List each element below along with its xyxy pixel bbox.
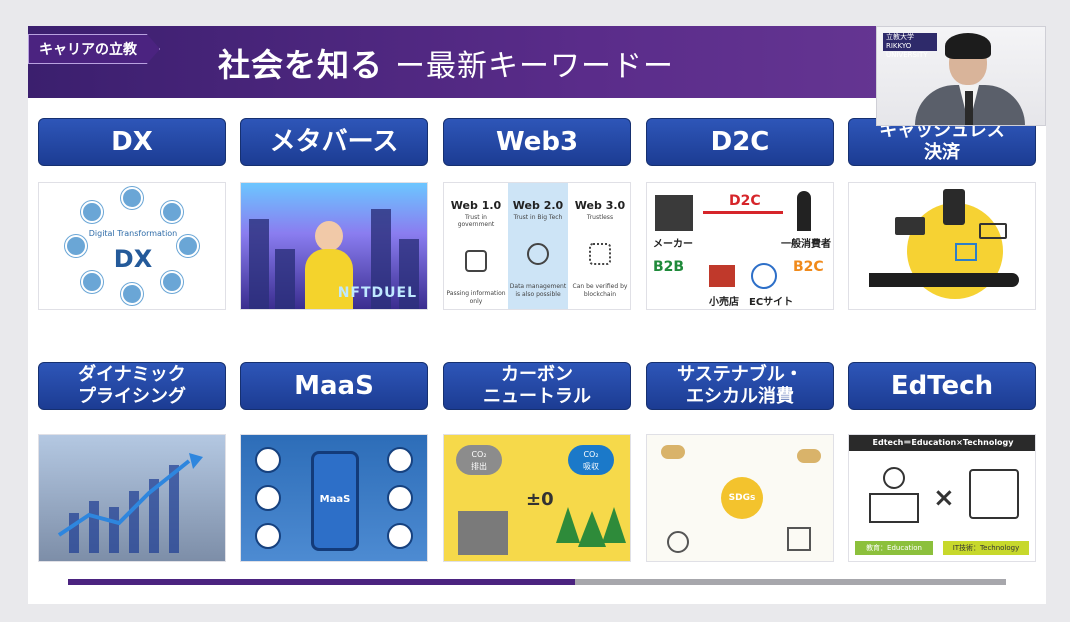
d2c-illustration: D2C メーカー 一般消費者 B2B B2C 小売店 ECサイト <box>646 182 834 310</box>
dynamic-pricing-illustration <box>38 434 226 562</box>
person-icon <box>797 191 811 231</box>
computer-cloud-icon <box>969 469 1019 519</box>
keyword-button-dynamic-pricing[interactable]: ダイナミック プライシング <box>38 362 226 410</box>
card-icon <box>895 217 925 235</box>
web2-column: Web 2.0 Trust in Big Tech Data managemen… <box>508 183 568 309</box>
airplane-icon <box>387 447 413 473</box>
cashless-illustration <box>848 182 1036 310</box>
robot-icon <box>121 283 143 305</box>
times-symbol: × <box>933 483 955 513</box>
title-sub: ー最新キーワードー <box>395 49 675 84</box>
bus-icon <box>255 485 281 511</box>
hand-icon <box>869 273 1019 287</box>
keyword-button-d2c[interactable]: D2C <box>646 118 834 166</box>
metaverse-caption: NFTDUEL <box>337 285 417 301</box>
absorption-cloud: CO₂ 吸収 <box>568 445 614 475</box>
sustainable-illustration: SDGs <box>646 434 834 562</box>
avatar-figure <box>303 221 355 309</box>
bicycle-icon <box>255 523 281 549</box>
gear-icon <box>177 235 199 257</box>
reading-person-icon <box>869 467 919 527</box>
smartphone-icon: MaaS <box>311 451 359 551</box>
keyword-button-maas[interactable]: MaaS <box>240 362 428 410</box>
card-icon <box>979 223 1007 239</box>
keyword-button-edtech[interactable]: EdTech <box>848 362 1036 410</box>
car-icon <box>387 485 413 511</box>
network-icon <box>589 243 611 265</box>
chart-icon <box>161 271 183 293</box>
keyword-button-metaverse[interactable]: メタバース <box>240 118 428 166</box>
edtech-definition: Edtech＝Education×Technology <box>849 435 1035 451</box>
bottle-icon <box>787 527 811 551</box>
device-icon <box>161 201 183 223</box>
edtech-illustration: Edtech＝Education×Technology × 教育：Educati… <box>848 434 1036 562</box>
keyword-button-dx[interactable]: DX <box>38 118 226 166</box>
education-label: 教育：Education <box>855 541 933 555</box>
smartphone-icon <box>943 189 965 225</box>
dx-icon-ring <box>63 187 203 307</box>
cloud-icon <box>121 187 143 209</box>
technology-label: IT技術：Technology <box>943 541 1029 555</box>
dx-illustration: Digital Transformation DX <box>38 182 226 310</box>
slide-title: 社会を知るー最新キーワードー <box>218 40 674 86</box>
keyword-button-sustainable[interactable]: サステナブル・ エシカル消費 <box>646 362 834 410</box>
store-icon <box>709 265 735 287</box>
slide-progress-fill <box>68 579 575 585</box>
dx-main-text: DX <box>113 245 153 273</box>
web3-column: Web 3.0 Trustless Can be verified by blo… <box>572 199 628 298</box>
maas-illustration: MaaS <box>240 434 428 562</box>
floppy-icon <box>465 250 487 272</box>
sdgs-sun-icon: SDGs <box>721 477 763 519</box>
globe-icon <box>751 263 777 289</box>
factory-icon <box>458 511 508 555</box>
carbon-neutral-illustration: CO₂ 排出 CO₂ 吸収 ±0 <box>443 434 631 562</box>
train-icon <box>255 447 281 473</box>
slide-progress-bar <box>68 579 1006 585</box>
web1-column: Web 1.0 Trust in government Passing info… <box>446 199 506 305</box>
keyword-button-web3[interactable]: Web3 <box>443 118 631 166</box>
rising-chart-icon <box>57 453 203 553</box>
cart-icon <box>955 243 977 261</box>
cloud-icon <box>527 243 549 265</box>
phone-icon <box>65 235 87 257</box>
factory-icon <box>655 195 693 231</box>
taxi-icon <box>387 523 413 549</box>
metaverse-illustration: NFTDUEL <box>240 182 428 310</box>
header-tag: キャリアの立教 <box>28 34 160 64</box>
dx-subtitle: Digital Transformation <box>88 229 178 238</box>
car-icon <box>81 271 103 293</box>
bag-icon <box>667 531 689 553</box>
trees-icon <box>556 507 626 547</box>
net-zero-label: ±0 <box>526 489 554 510</box>
web3-illustration: Web 1.0 Trust in government Passing info… <box>443 182 631 310</box>
emission-cloud: CO₂ 排出 <box>456 445 502 475</box>
keyword-button-carbon-neutral[interactable]: カーボン ニュートラル <box>443 362 631 410</box>
server-icon <box>81 201 103 223</box>
title-main: 社会を知る <box>218 46 384 84</box>
